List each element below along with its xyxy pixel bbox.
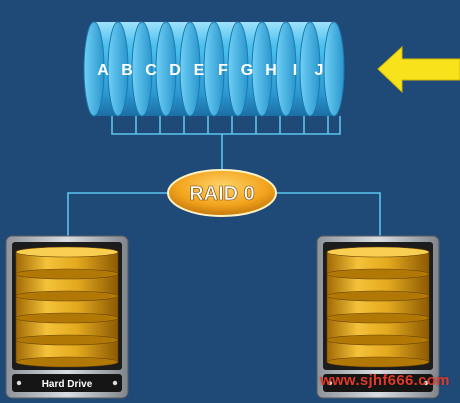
drive-label-left: Hard Drive: [42, 379, 93, 390]
stripe-letter: I: [293, 62, 297, 79]
arrow-left-icon: [377, 45, 460, 94]
stripe-letter: E: [194, 62, 205, 79]
cylinder-end-cap: [323, 21, 345, 117]
raid-label: RAID 0: [189, 183, 255, 205]
stripe-letter: J: [315, 62, 324, 79]
screw-icon: [423, 380, 429, 386]
watermark: www.sjhf666.com: [320, 372, 450, 389]
stripe-letter: C: [145, 62, 157, 79]
hard-drive-right: [316, 235, 440, 399]
stripe-letter: F: [218, 62, 228, 79]
disk-stack-left: [15, 246, 119, 368]
stripe-letter: D: [169, 62, 181, 79]
disk-stack-right: [326, 246, 430, 368]
stripe-letter: H: [265, 62, 277, 79]
screw-icon: [112, 380, 118, 386]
stripe-letter: G: [241, 62, 253, 79]
connector-lines: [67, 116, 381, 236]
raid-badge: RAID 0: [167, 169, 277, 217]
disk-top: [326, 246, 430, 258]
disk-top: [15, 246, 119, 258]
screw-icon: [327, 380, 333, 386]
stripe-letter: B: [121, 62, 133, 79]
screw-icon: [16, 380, 22, 386]
stripe-letter: A: [97, 62, 109, 79]
hard-drive-left: Hard Drive: [5, 235, 129, 399]
